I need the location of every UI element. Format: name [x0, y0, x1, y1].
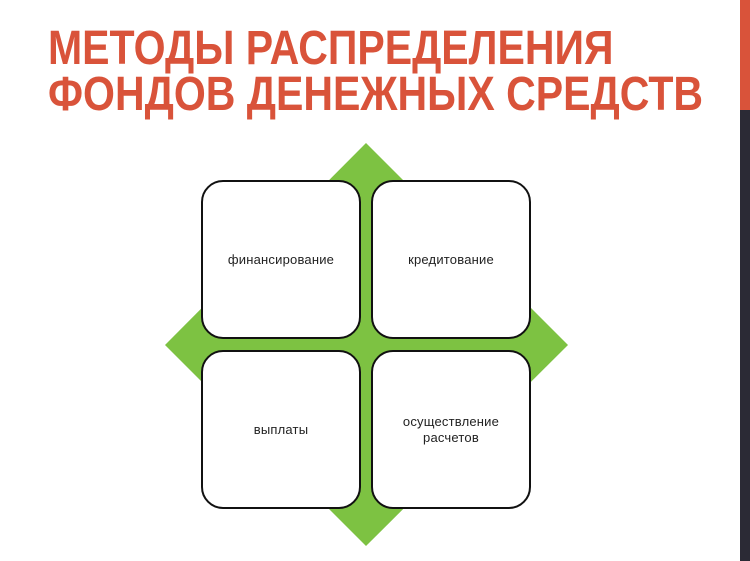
side-bar-dark — [740, 110, 750, 561]
slide-title-line-2: ФОНДОВ ДЕНЕЖНЫХ СРЕДСТВ — [48, 68, 704, 121]
card-label: кредитование — [408, 251, 494, 267]
card-settlements: осуществление расчетов — [371, 350, 531, 509]
card-crediting: кредитование — [371, 180, 531, 339]
side-bar-accent — [740, 0, 750, 110]
slide-title-line-1: МЕТОДЫ РАСПРЕДЕЛЕНИЯ — [48, 22, 614, 75]
card-label: осуществление расчетов — [402, 413, 500, 445]
side-decoration-bar — [740, 0, 750, 561]
card-label: выплаты — [253, 421, 309, 437]
card-label: финансирование — [227, 251, 335, 267]
card-financing: финансирование — [201, 180, 361, 339]
slide-title: МЕТОДЫ РАСПРЕДЕЛЕНИЯ ФОНДОВ ДЕНЕЖНЫХ СРЕ… — [48, 22, 750, 121]
card-payments: выплаты — [201, 350, 361, 509]
